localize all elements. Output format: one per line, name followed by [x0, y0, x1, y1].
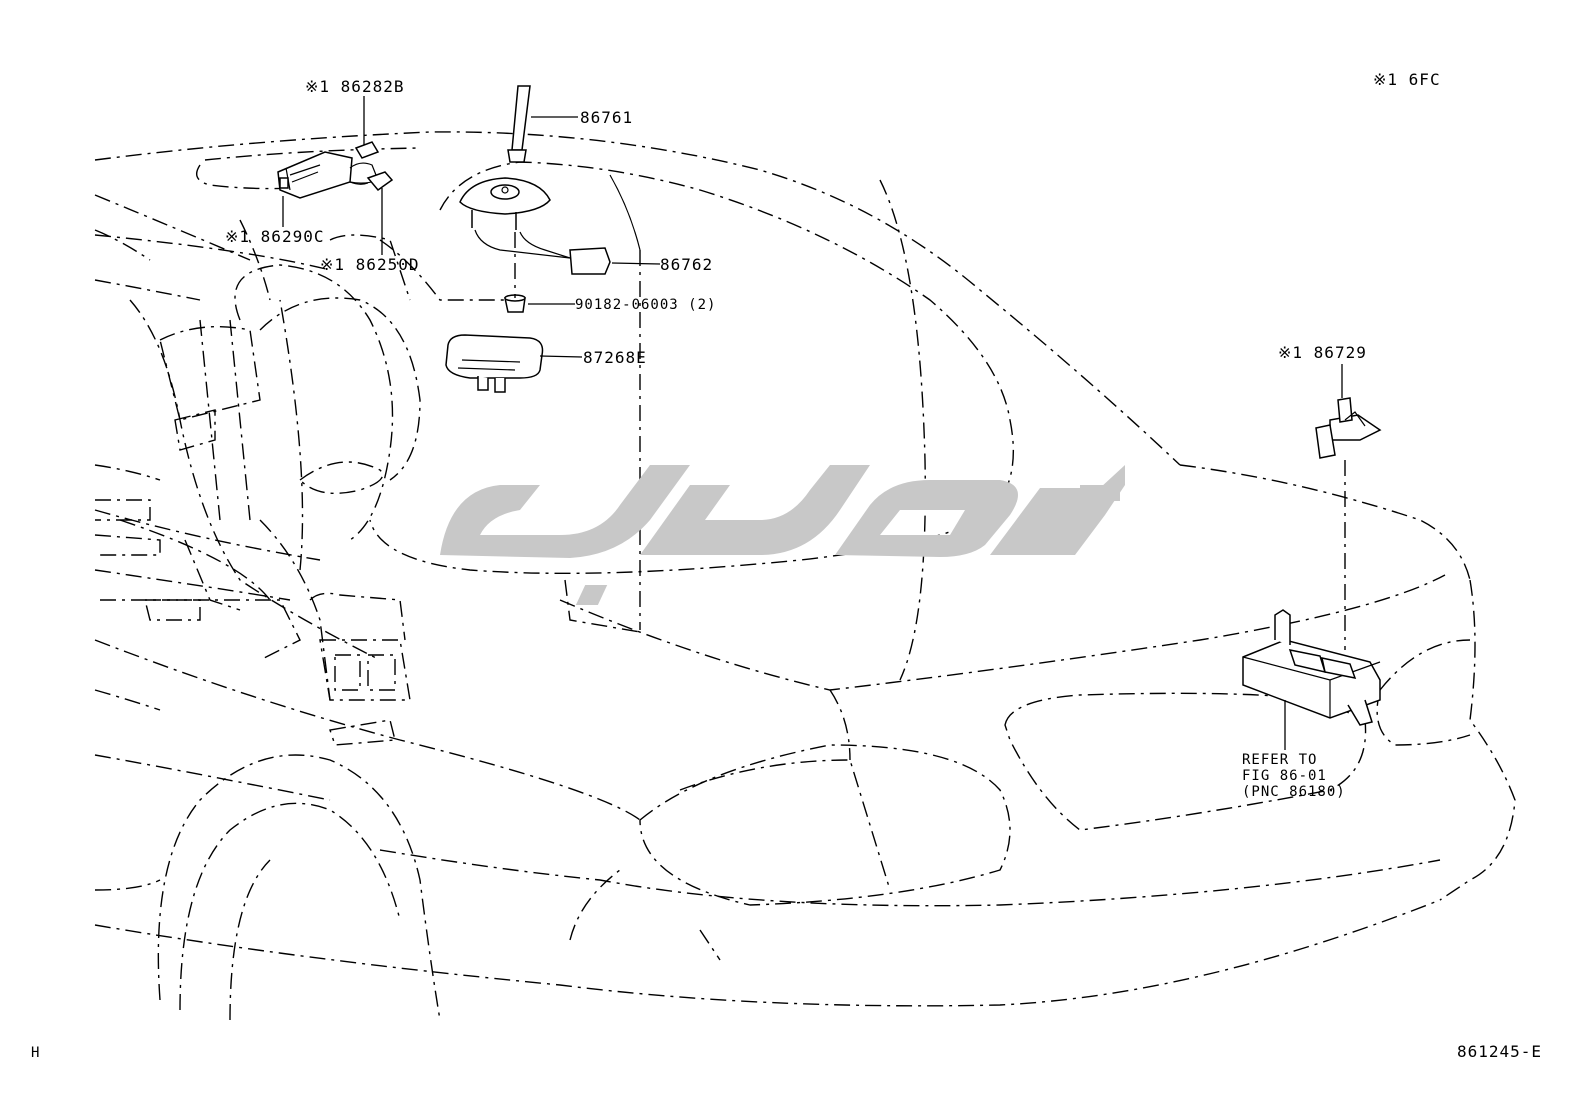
reference-line-3: (PNC 86180): [1242, 784, 1346, 800]
bracket-86250d: [349, 171, 394, 192]
watermark-logo: [440, 465, 1125, 605]
clip-86282b: [354, 141, 380, 159]
nut-90182-06003: [504, 294, 526, 313]
part-label-86762[interactable]: 86762: [660, 255, 714, 274]
part-label-86290c[interactable]: ※1 86290C: [225, 227, 325, 246]
part-label-86250d[interactable]: ※1 86250D: [320, 255, 420, 274]
figure-number: 861245-E: [1457, 1042, 1543, 1061]
bracket-86729: [1315, 397, 1382, 459]
reference-line-1: REFER TO: [1242, 752, 1318, 768]
part-label-86282b[interactable]: ※1 86282B: [305, 77, 405, 96]
reference-line-2: FIG 86-01: [1242, 768, 1327, 784]
antenna-base-86762: [459, 177, 611, 275]
car-body-outline: [94, 131, 1516, 1021]
part-label-86729[interactable]: ※1 86729: [1278, 343, 1367, 362]
reference-note: REFER TO FIG 86-01 (PNC 86180): [1242, 752, 1346, 800]
trunk-module: [1242, 609, 1381, 726]
part-label-90182-06003[interactable]: 90182-06003 (2): [575, 297, 717, 313]
antenna-rod-86761: [507, 85, 531, 163]
amplifier-87268e: [445, 334, 544, 393]
overhead-unit-86290c: [277, 151, 379, 199]
corner-code: ※1 6FC: [1373, 70, 1441, 89]
corner-letter: H: [31, 1045, 41, 1061]
part-label-86761[interactable]: 86761: [580, 108, 634, 127]
part-label-87268e[interactable]: 87268E: [583, 348, 647, 367]
leader-lines: [282, 96, 1343, 750]
